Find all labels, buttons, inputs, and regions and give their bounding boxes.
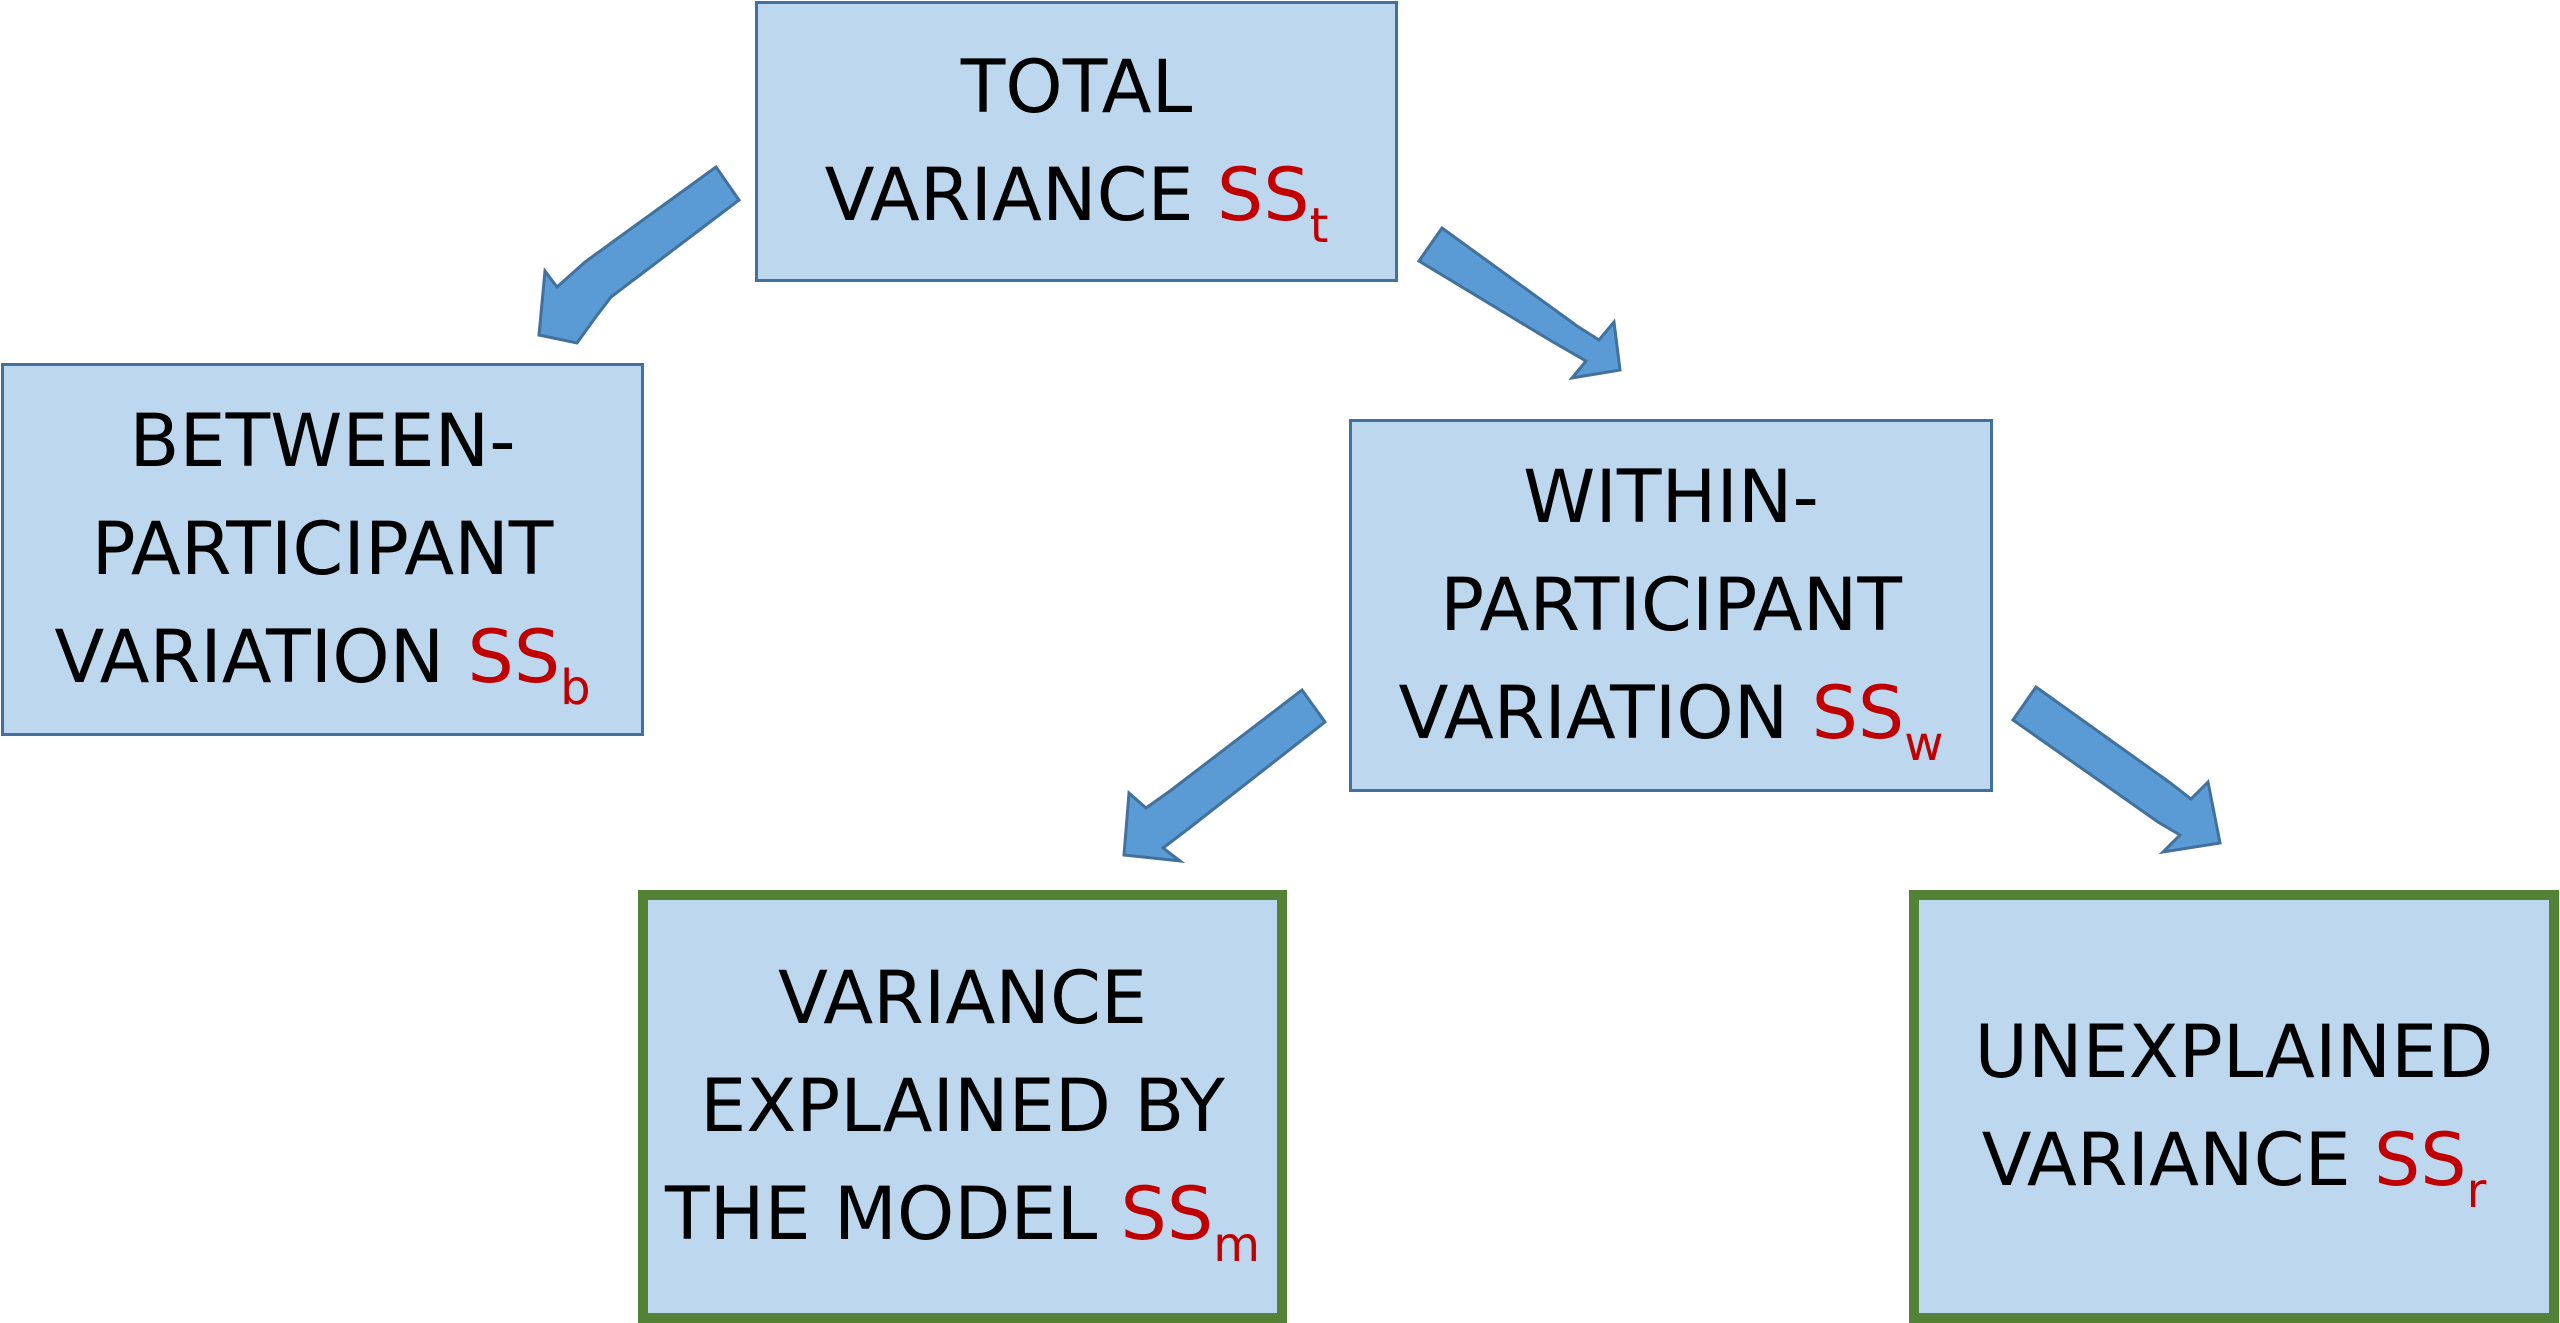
arrow-total-to-between bbox=[537, 164, 742, 345]
between-participant-line-2: PARTICIPANT bbox=[91, 506, 554, 592]
within-participant-line-3-text: VARIATION bbox=[1398, 670, 1789, 756]
ss-t-subscript: t bbox=[1309, 197, 1329, 254]
model-variance-line-3-text: THE MODEL bbox=[665, 1171, 1098, 1257]
between-participant-box: BETWEEN- PARTICIPANT VARIATION SSb bbox=[1, 363, 644, 736]
model-variance-label: VARIANCE EXPLAINED BY THE MODEL SSm bbox=[665, 945, 1260, 1269]
ss-m-subscript: m bbox=[1213, 1216, 1260, 1273]
model-variance-box: VARIANCE EXPLAINED BY THE MODEL SSm bbox=[638, 890, 1287, 1323]
total-variance-line-2-text: VARIANCE bbox=[824, 152, 1194, 238]
arrow-total-to-within bbox=[1416, 225, 1622, 381]
ss-w-subscript: w bbox=[1904, 715, 1944, 772]
model-variance-line-3: THE MODEL SSm bbox=[665, 1161, 1260, 1269]
within-participant-line-3: VARIATION SSw bbox=[1398, 660, 1943, 768]
between-participant-label: BETWEEN- PARTICIPANT VARIATION SSb bbox=[54, 388, 590, 712]
arrow-within-to-model bbox=[1122, 687, 1328, 864]
within-participant-line-2: PARTICIPANT bbox=[1440, 562, 1902, 648]
ss-b-symbol: SSb bbox=[467, 614, 590, 712]
within-participant-line-1: WITHIN- bbox=[1523, 454, 1819, 540]
unexplained-variance-line-2: VARIANCE SSr bbox=[1975, 1107, 2494, 1215]
model-variance-line-2: EXPLAINED BY bbox=[700, 1063, 1225, 1149]
total-variance-line-1: TOTAL bbox=[960, 44, 1193, 130]
ss-m-letters: SS bbox=[1120, 1171, 1214, 1257]
between-participant-line-3-text: VARIATION bbox=[54, 614, 445, 700]
ss-r-subscript: r bbox=[2466, 1162, 2487, 1219]
unexplained-variance-label: UNEXPLAINED VARIANCE SSr bbox=[1975, 999, 2494, 1215]
unexplained-variance-box: UNEXPLAINED VARIANCE SSr bbox=[1909, 890, 2559, 1323]
within-participant-label: WITHIN- PARTICIPANT VARIATION SSw bbox=[1398, 444, 1943, 768]
ss-r-symbol: SSr bbox=[2373, 1117, 2486, 1215]
between-participant-line-3: VARIATION SSb bbox=[54, 604, 590, 712]
ss-w-letters: SS bbox=[1811, 670, 1905, 756]
unexplained-variance-line-2-text: VARIANCE bbox=[1981, 1117, 2351, 1203]
arrow-within-to-residual bbox=[2010, 684, 2222, 855]
model-variance-line-1: VARIANCE bbox=[777, 955, 1148, 1041]
total-variance-box: TOTAL VARIANCE SSt bbox=[755, 1, 1398, 282]
total-variance-label: TOTAL VARIANCE SSt bbox=[825, 34, 1329, 250]
total-variance-line-2: VARIANCE SSt bbox=[825, 142, 1329, 250]
ss-m-symbol: SSm bbox=[1120, 1171, 1260, 1269]
ss-t-symbol: SSt bbox=[1216, 152, 1329, 250]
ss-b-letters: SS bbox=[467, 614, 561, 700]
ss-t-letters: SS bbox=[1216, 152, 1310, 238]
ss-b-subscript: b bbox=[560, 659, 591, 716]
unexplained-variance-line-1: UNEXPLAINED bbox=[1974, 1009, 2494, 1095]
between-participant-line-1: BETWEEN- bbox=[129, 398, 516, 484]
ss-w-symbol: SSw bbox=[1811, 670, 1944, 768]
ss-r-letters: SS bbox=[2373, 1117, 2467, 1203]
within-participant-box: WITHIN- PARTICIPANT VARIATION SSw bbox=[1349, 419, 1993, 792]
